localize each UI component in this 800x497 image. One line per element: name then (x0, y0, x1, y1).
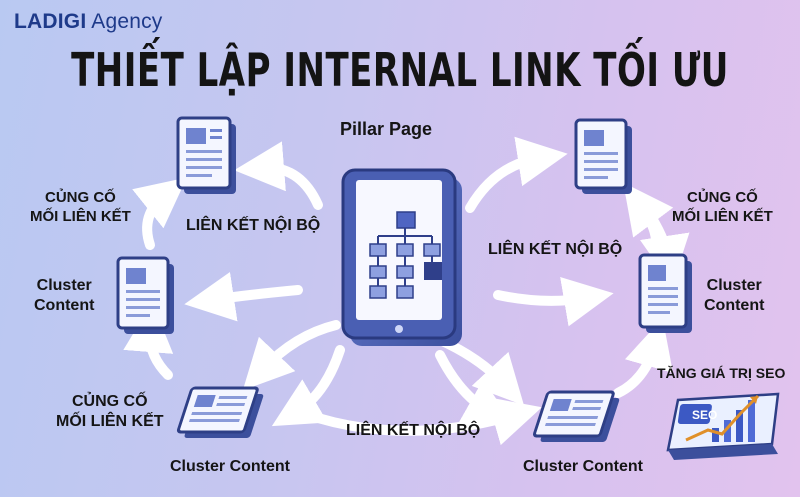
internal-link-label-bottom: LIÊN KẾT NỘI BỘ (346, 422, 481, 439)
arrow-bottomleft-to-left (123, 302, 174, 380)
document-icon (638, 253, 692, 333)
internal-link-label-right: LIÊN KẾT NỘI BỘ (488, 241, 623, 258)
reinforce-label-bottom-left: CỦNG CỐ MỐI LIÊN KẾT (56, 393, 164, 430)
arrow-right-to-topright (623, 182, 674, 245)
arrow-pillar-to-bottomright-b (435, 350, 515, 426)
internal-link-label-top-left: LIÊN KẾT NỘI BỘ (186, 217, 321, 234)
reinforce-label-top-right: CỦNG CỐ MỐI LIÊN KẾT (672, 189, 773, 225)
seo-value-label: TĂNG GIÁ TRỊ SEO (657, 365, 786, 381)
arrow-pillar-to-bottomleft-a (242, 320, 341, 391)
sitemap-icon (377, 228, 433, 286)
cluster-label-bottom-right: Cluster Content (523, 458, 643, 475)
reinforce-label-top-left: CỦNG CỐ MỐI LIÊN KẾT (30, 189, 131, 225)
document-icon (176, 386, 264, 438)
pillar-page-label: Pillar Page (340, 119, 433, 139)
document-icon (176, 116, 236, 194)
cluster-label-right: Cluster Content (704, 277, 765, 314)
cluster-label-left: Cluster Content (34, 277, 95, 314)
arrow-bottomleft-to-bottomright (313, 396, 542, 446)
seo-badge: SEO (692, 408, 717, 422)
arrow-pillar-to-left (184, 271, 303, 322)
tablet-icon (341, 168, 462, 346)
cluster-label-bottom-left: Cluster Content (170, 458, 290, 475)
seo-chart-icon: SEO (666, 392, 780, 460)
arrow-bottomright-to-seo (613, 318, 673, 398)
page-title: THIẾT LẬP INTERNAL LINK TỐI ƯU (71, 44, 729, 98)
arrow-pillar-to-right (493, 277, 614, 327)
arrow-pillar-to-topleft (234, 141, 323, 210)
document-icon (574, 118, 632, 194)
arrow-pillar-to-bottomleft-b (271, 345, 345, 427)
document-icon (532, 390, 620, 442)
arrow-left-to-topleft (132, 177, 187, 250)
brand-name: LADIGI (14, 10, 87, 33)
brand-suffix: Agency (91, 10, 163, 33)
brand-logo: LADIGI Agency (14, 10, 163, 34)
arrow-pillar-to-topright (465, 136, 568, 213)
document-icon (116, 256, 174, 334)
